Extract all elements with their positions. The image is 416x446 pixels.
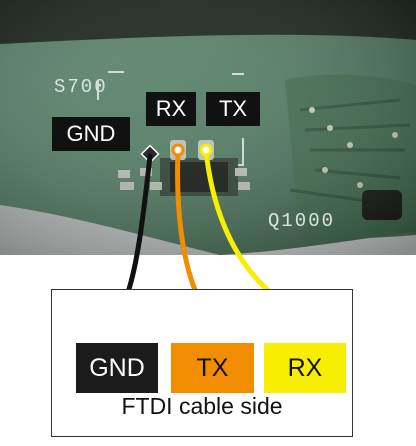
tx-pad-marker: [171, 143, 185, 157]
ftdi-pin-tx: TX: [171, 343, 254, 393]
pcb-label-tx: TX: [206, 92, 260, 126]
pcb-label-gnd: GND: [52, 117, 130, 151]
ftdi-pin-gnd: GND: [76, 343, 158, 393]
silkscreen-s700: S700: [54, 76, 108, 98]
rx-pad-marker: [199, 143, 213, 157]
ftdi-pin-rx: RX: [264, 343, 346, 393]
ftdi-caption: FTDI cable side: [121, 393, 283, 419]
pcb-label-rx: RX: [146, 92, 196, 126]
silkscreen-q1000: Q1000: [268, 210, 336, 232]
pcb-photo: [0, 0, 416, 255]
